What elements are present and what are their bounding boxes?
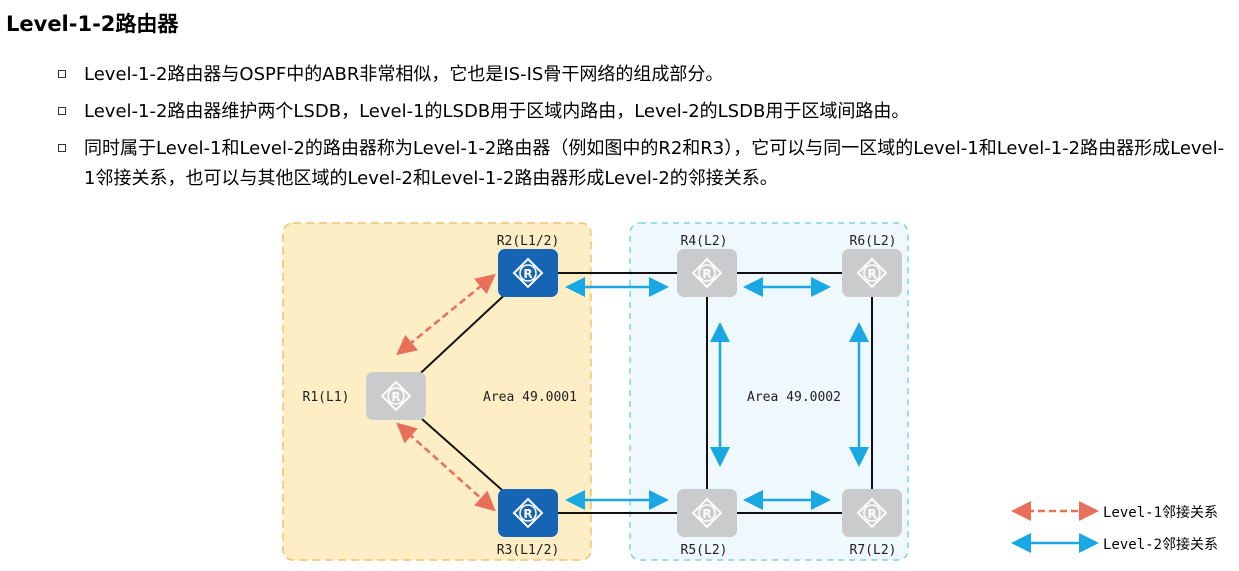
- router-r6-label: R6(L2): [850, 234, 897, 249]
- router-r3-label: R3(L1/2): [497, 543, 560, 558]
- level1-arrow-r1-r3: [396, 422, 496, 512]
- legend-level2-label: Level-2邻接关系: [1103, 537, 1219, 553]
- area-2-label: Area 49.0002: [747, 390, 841, 405]
- router-r4-icon: [677, 249, 737, 297]
- page-title: Level-1-2路由器: [6, 12, 179, 36]
- router-r3-icon: [498, 489, 558, 537]
- router-r2-icon: [498, 249, 558, 297]
- bullet-square-icon: [58, 70, 66, 78]
- router-r7-label: R7(L2): [850, 543, 897, 558]
- bullet-square-icon: [58, 144, 66, 152]
- bullet-text: Level-1-2路由器维护两个LSDB，Level-1的LSDB用于区域内路由…: [84, 101, 910, 122]
- level1-arrow-r1-r2: [396, 273, 496, 356]
- bullet-text: 同时属于Level-1和Level-2的路由器称为Level-1-2路由器（例如…: [84, 138, 1225, 189]
- bullet-text: Level-1-2路由器与OSPF中的ABR非常相似，它也是IS-IS骨干网络的…: [84, 64, 724, 85]
- bullet-item: Level-1-2路由器维护两个LSDB，Level-1的LSDB用于区域内路由…: [58, 97, 1233, 127]
- legend-level1-label: Level-1邻接关系: [1103, 505, 1219, 521]
- area-49-0002: [629, 222, 909, 561]
- router-r6-icon: [842, 249, 902, 297]
- router-r2-label: R2(L1/2): [497, 234, 560, 249]
- bullet-item: 同时属于Level-1和Level-2的路由器称为Level-1-2路由器（例如…: [58, 134, 1233, 194]
- bullet-item: Level-1-2路由器与OSPF中的ABR非常相似，它也是IS-IS骨干网络的…: [58, 60, 1233, 90]
- router-r7-icon: [842, 489, 902, 537]
- router-r1-label: R1(L1): [303, 390, 350, 405]
- level2-adjacency-arrows: [565, 277, 869, 510]
- area-1-label: Area 49.0001: [483, 390, 577, 405]
- bullet-list: Level-1-2路由器与OSPF中的ABR非常相似，它也是IS-IS骨干网络的…: [58, 60, 1233, 201]
- router-r4-label: R4(L2): [681, 234, 728, 249]
- router-r5-label: R5(L2): [681, 543, 728, 558]
- bullet-square-icon: [58, 107, 66, 115]
- level1-adjacency-arrows: [396, 273, 496, 512]
- area-49-0001: [282, 222, 592, 561]
- router-r5-icon: [677, 489, 737, 537]
- router-r1-icon: [366, 372, 426, 420]
